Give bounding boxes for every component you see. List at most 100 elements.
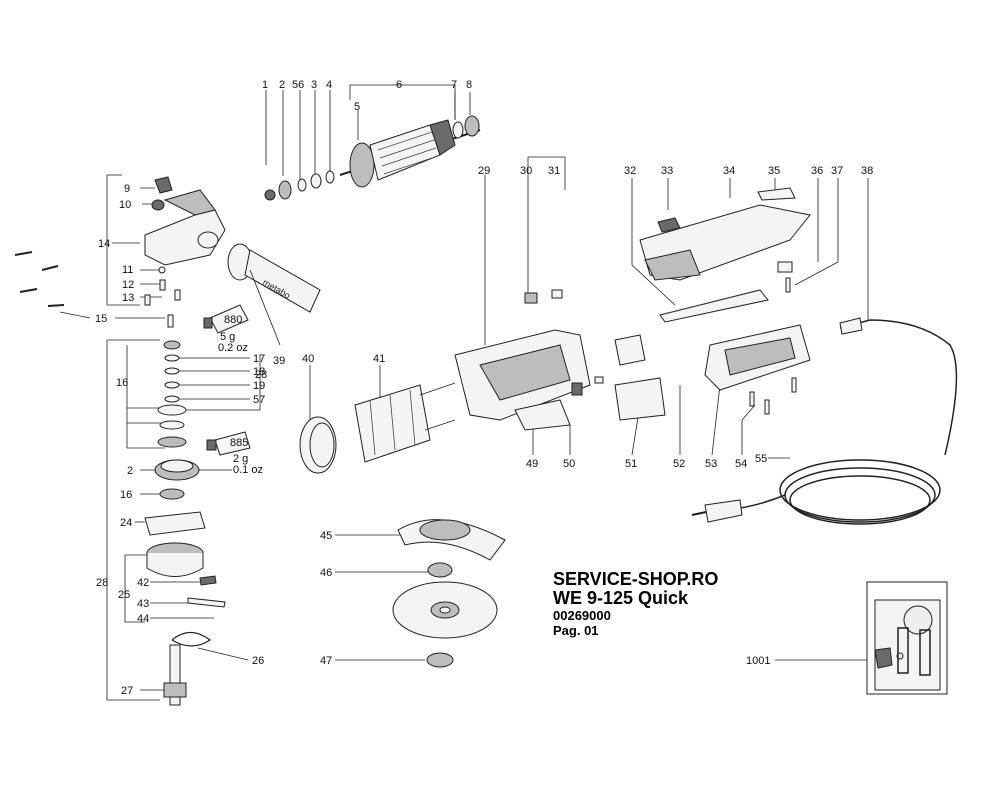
screw-part	[174, 289, 181, 301]
stator-part	[354, 382, 456, 463]
part-code: 00269000	[553, 608, 611, 623]
callout-16: 16	[116, 377, 128, 389]
gasket-part	[144, 511, 206, 536]
callout-12: 12	[122, 279, 134, 291]
callout-46: 46	[320, 567, 332, 579]
callout-10: 10	[119, 199, 131, 211]
grease-tube-880: 880 5 g 0.2 oz	[203, 304, 249, 354]
callout-15: 15	[95, 313, 107, 325]
callout-2-bevel: 2	[127, 465, 133, 477]
callout-31: 31	[548, 165, 560, 177]
switch-part	[571, 382, 583, 396]
washer-part	[164, 367, 180, 375]
callout-19: 19	[253, 380, 265, 392]
clip-part	[777, 261, 793, 273]
small-gear-part	[278, 180, 292, 200]
callout-52: 52	[673, 458, 685, 470]
bearing-part	[464, 115, 480, 137]
callout-24: 24	[120, 517, 132, 529]
callout-2: 2	[279, 79, 285, 91]
washer-part	[164, 381, 180, 389]
brush-part	[551, 289, 563, 299]
rear-group: 32 33 34 35 36 37 38 51 52 53 54 55	[614, 165, 958, 525]
grinding-disc-part	[392, 581, 498, 639]
callout-29: 29	[478, 165, 490, 177]
power-cable-part	[691, 317, 958, 525]
callout-34: 34	[723, 165, 735, 177]
screw-part	[791, 377, 797, 393]
washer-part	[159, 420, 185, 430]
screw-part	[749, 391, 755, 407]
callout-56: 56	[292, 79, 304, 91]
gear-housing-part	[144, 189, 226, 266]
armature-part	[339, 119, 481, 188]
side-handle-part: metabo	[227, 243, 321, 313]
callout-1001: 1001	[746, 655, 770, 667]
callout-28-top: 28	[255, 369, 267, 381]
callout-14: 14	[98, 238, 110, 250]
callout-9: 9	[124, 183, 130, 195]
svg-text:5 g: 5 g	[220, 331, 235, 343]
callout-32: 32	[624, 165, 636, 177]
callout-49: 49	[526, 458, 538, 470]
washer-part	[164, 354, 180, 362]
title-block: SERVICE-SHOP.RO WE 9-125 Quick 00269000 …	[553, 570, 718, 639]
clamp-nut-part	[426, 652, 454, 668]
bevel-gear-part	[154, 459, 200, 481]
wheel-guard-part	[397, 519, 506, 561]
svg-text:885: 885	[230, 437, 248, 449]
switch-part	[614, 334, 646, 366]
switch-slider-part	[659, 289, 769, 323]
electronics-module-part	[614, 377, 666, 421]
callout-55: 55	[755, 453, 767, 465]
callout-40: 40	[302, 353, 314, 365]
nut-part	[163, 340, 181, 350]
callout-57: 57	[253, 394, 265, 406]
armature-group: 1 2 56 3 4 5 6 7 8	[262, 79, 481, 201]
callout-30: 30	[520, 165, 532, 177]
connector-part	[594, 376, 604, 384]
callout-16-nut: 16	[120, 489, 132, 501]
grease-tube-885: 885 2 g 0.1 oz	[206, 431, 263, 476]
callout-27: 27	[121, 685, 133, 697]
washer-part	[310, 173, 322, 189]
bearing-flange-part	[146, 542, 204, 577]
page-number: Pag. 01	[553, 623, 599, 638]
callout-4: 4	[326, 79, 332, 91]
washer-part	[157, 404, 187, 416]
callout-33: 33	[661, 165, 673, 177]
screws-part	[14, 251, 65, 307]
screw-part	[167, 314, 174, 328]
callout-41: 41	[373, 353, 385, 365]
label-part	[757, 187, 796, 201]
inset-1001: 1001	[746, 581, 948, 695]
callout-35: 35	[768, 165, 780, 177]
motor-housing-part	[454, 329, 591, 421]
svg-text:2 g: 2 g	[233, 453, 248, 465]
ring-part	[158, 266, 166, 274]
screw-part	[764, 399, 770, 415]
circlip-part	[171, 631, 212, 647]
callout-43: 43	[137, 598, 149, 610]
nut-part	[264, 189, 276, 201]
callout-37: 37	[831, 165, 843, 177]
rear-handle-part	[704, 324, 811, 391]
clip-part	[199, 575, 217, 586]
callout-7: 7	[451, 79, 457, 91]
callout-50: 50	[563, 458, 575, 470]
callout-44: 44	[137, 613, 149, 625]
callout-54: 54	[735, 458, 747, 470]
callout-47: 47	[320, 655, 332, 667]
flange-part	[427, 562, 453, 578]
pin-part	[159, 279, 166, 291]
callout-13: 13	[122, 292, 134, 304]
screw-part	[785, 277, 791, 293]
svg-text:0.2 oz: 0.2 oz	[218, 342, 248, 354]
callout-3: 3	[311, 79, 317, 91]
label-part	[514, 399, 571, 431]
spring-plate-part	[187, 597, 226, 608]
callout-36: 36	[811, 165, 823, 177]
callout-42: 42	[137, 577, 149, 589]
callout-28: 28	[96, 577, 108, 589]
